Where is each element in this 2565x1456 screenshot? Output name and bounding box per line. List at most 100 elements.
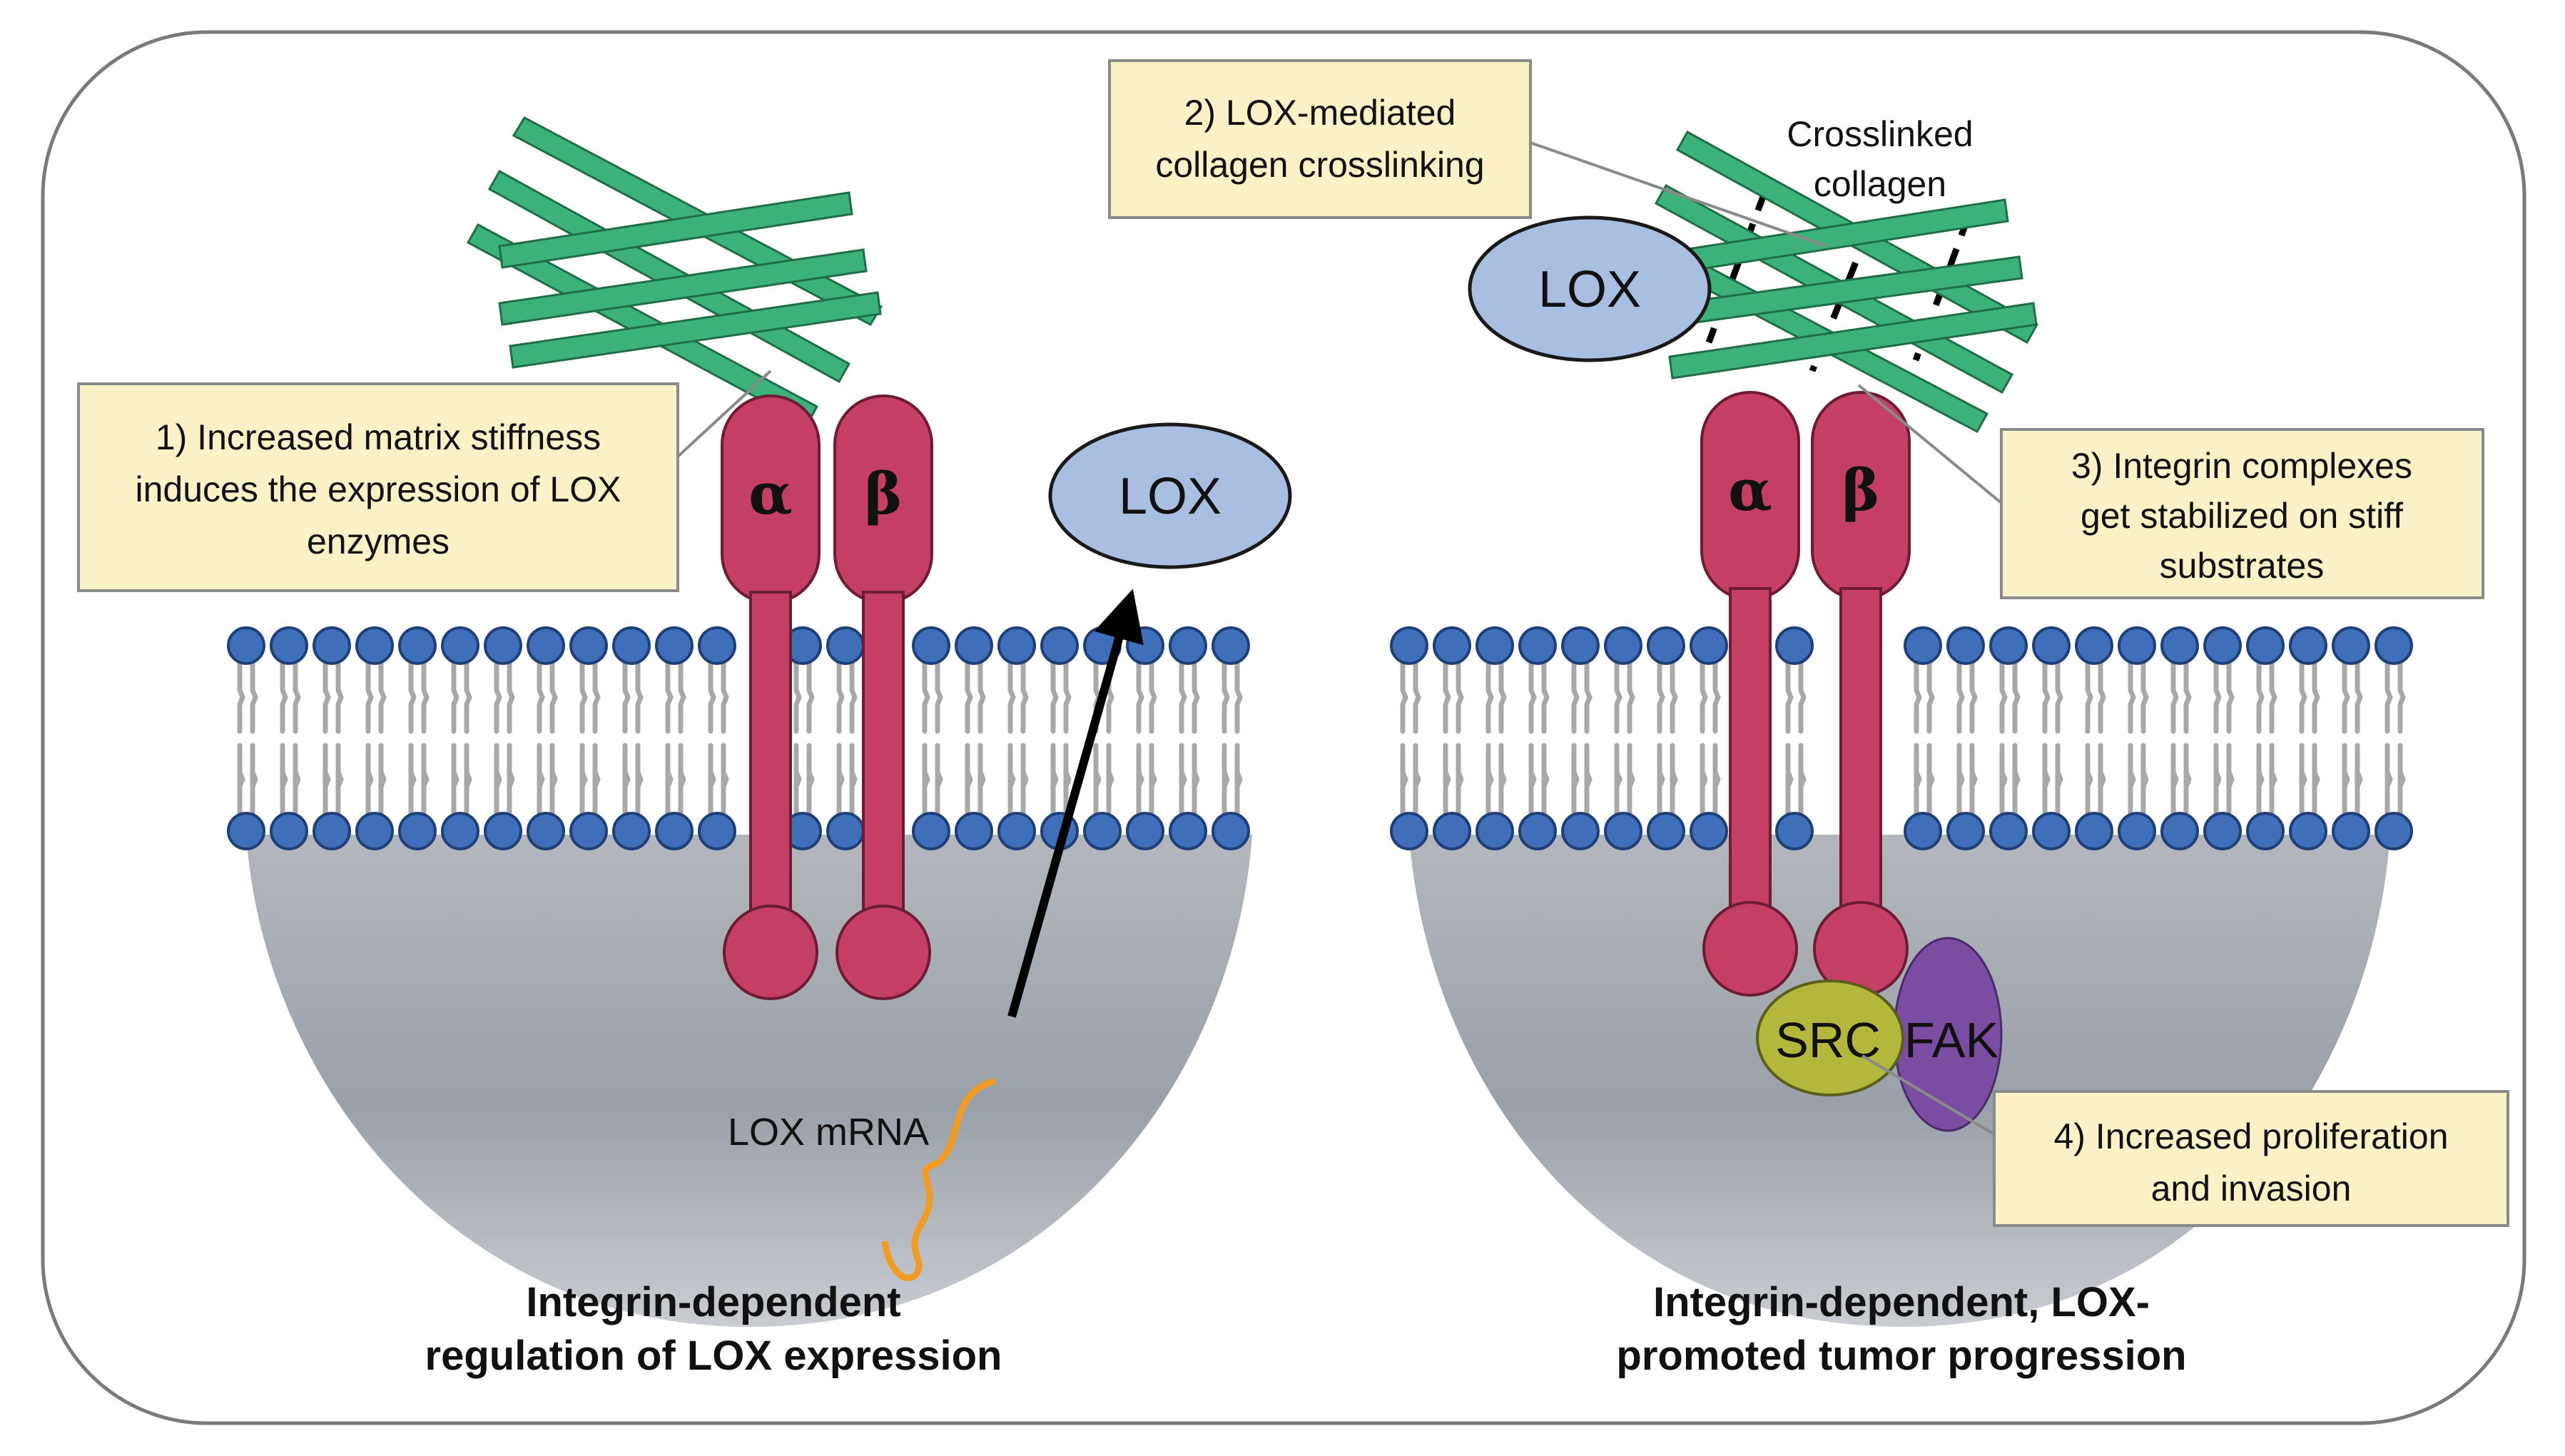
lipid-head: [997, 626, 1036, 665]
lipid-tail: [592, 743, 601, 816]
lipid-tail: [2012, 743, 2021, 816]
lipid-tail: [494, 661, 502, 734]
lipid-head: [1561, 626, 1600, 665]
left-integrin-beta: β: [833, 394, 933, 1000]
lipid-tail: [408, 743, 417, 816]
lipid-tail: [1956, 743, 1965, 816]
lipid-tail: [708, 743, 716, 816]
lipid-head: [1604, 626, 1642, 665]
lipid-tail: [1485, 661, 1494, 734]
lipid-tail: [1584, 661, 1593, 734]
lipid-head: [2203, 626, 2242, 665]
left-cytoplasm: [246, 835, 1252, 1327]
lipid-tail: [2012, 661, 2021, 734]
lipid-tail: [421, 743, 430, 816]
lipid-head: [1561, 812, 1600, 850]
lipid-tail: [849, 743, 858, 816]
lipid-head: [1989, 812, 2028, 850]
lipid-tail: [622, 661, 631, 734]
note-3-line-1: 3) Integrin complexes: [2071, 446, 2412, 486]
right-integrin-beta: β: [1811, 391, 1911, 997]
lipid-head: [2332, 812, 2370, 850]
left-caption-line-1: Integrin-dependent: [526, 1279, 900, 1325]
lipid-tail: [421, 661, 430, 734]
lipid-tail: [1106, 743, 1114, 816]
lipid-tail: [2170, 743, 2179, 816]
lipid-tail: [1584, 743, 1593, 816]
lipid-tail: [1400, 661, 1408, 734]
lipid-tail: [1657, 743, 1665, 816]
right-collagen-fibers: [1643, 130, 2039, 434]
lipid-head: [569, 626, 608, 665]
lipid-tail: [2269, 743, 2277, 816]
note-4-line-1: 4) Increased proliferation: [2053, 1116, 2448, 1156]
lipid-tail: [537, 743, 545, 816]
lipid-head: [313, 812, 351, 850]
lipid-head: [227, 626, 265, 665]
lipid-head: [1475, 812, 1514, 850]
lipid-tail: [2055, 743, 2063, 816]
lipid-tail: [1179, 743, 1187, 816]
lipid-tail: [1050, 743, 1059, 816]
lipid-tail: [793, 661, 802, 734]
lipid-tail: [1657, 661, 1665, 734]
lipid-head: [655, 812, 694, 850]
lipid-tail: [2226, 743, 2235, 816]
lipid-tail: [1712, 661, 1721, 734]
left-mrna-label: LOX mRNA: [728, 1111, 929, 1154]
lipid-tail: [237, 661, 245, 734]
lipid-tail: [1221, 743, 1230, 816]
right-membrane: [1390, 626, 2413, 850]
right-alpha-label: α: [1728, 457, 1772, 524]
lipid-tail: [1192, 743, 1200, 816]
left-integrin-alpha: α: [721, 394, 821, 1000]
lipid-head: [1604, 812, 1642, 850]
lipid-tail: [1020, 743, 1029, 816]
lipid-tail: [592, 661, 601, 734]
lipid-tail: [579, 661, 588, 734]
lipid-head: [698, 626, 736, 665]
right-integrin-alpha: α: [1700, 391, 1800, 997]
lipid-head: [2160, 626, 2199, 665]
lipid-tail: [1443, 661, 1451, 734]
lipid-tail: [1627, 661, 1635, 734]
lipid-tail: [1712, 743, 1721, 816]
lipid-tail: [977, 661, 986, 734]
lipid-tail: [635, 661, 644, 734]
lipid-tail: [537, 661, 545, 734]
lipid-tail: [464, 743, 472, 816]
lipid-tail: [849, 661, 858, 734]
lipid-tail: [2342, 743, 2350, 816]
lipid-head: [2289, 812, 2327, 850]
crosslinked-label-line-2: collagen: [1814, 164, 1946, 204]
lipid-tail: [922, 661, 930, 734]
lipid-tail: [549, 661, 558, 734]
lipid-tail: [2256, 743, 2265, 816]
lipid-tail: [507, 661, 515, 734]
right-panel: LOX α β SRC FAK Crosslinked collagen 2) …: [1108, 59, 2509, 1379]
lipid-tail: [280, 743, 288, 816]
lipid-tail: [2085, 743, 2093, 816]
lipid-tail: [494, 743, 502, 816]
lipid-tail: [2256, 661, 2265, 734]
lipid-head: [1169, 812, 1207, 850]
lipid-head: [1690, 626, 1728, 665]
lipid-head: [1433, 626, 1471, 665]
note-1-line-2: induces the expression of LOX: [136, 469, 621, 509]
lipid-tail: [1541, 661, 1550, 734]
lipid-tail: [451, 743, 459, 816]
src-label: SRC: [1775, 1012, 1881, 1068]
lipid-head: [1212, 812, 1250, 850]
lipid-tail: [1413, 743, 1421, 816]
lipid-tail: [2312, 743, 2320, 816]
lipid-tail: [280, 661, 288, 734]
note-2-box: 2) LOX-mediated collagen crosslinking: [1108, 59, 1827, 248]
lipid-head: [1212, 626, 1250, 665]
lipid-tail: [1020, 661, 1029, 734]
lipid-tail: [2355, 743, 2363, 816]
lipid-head: [1775, 812, 1814, 850]
lipid-tail: [836, 661, 845, 734]
lipid-head: [2032, 626, 2071, 665]
lipid-head: [1518, 812, 1557, 850]
lipid-tail: [2397, 661, 2406, 734]
